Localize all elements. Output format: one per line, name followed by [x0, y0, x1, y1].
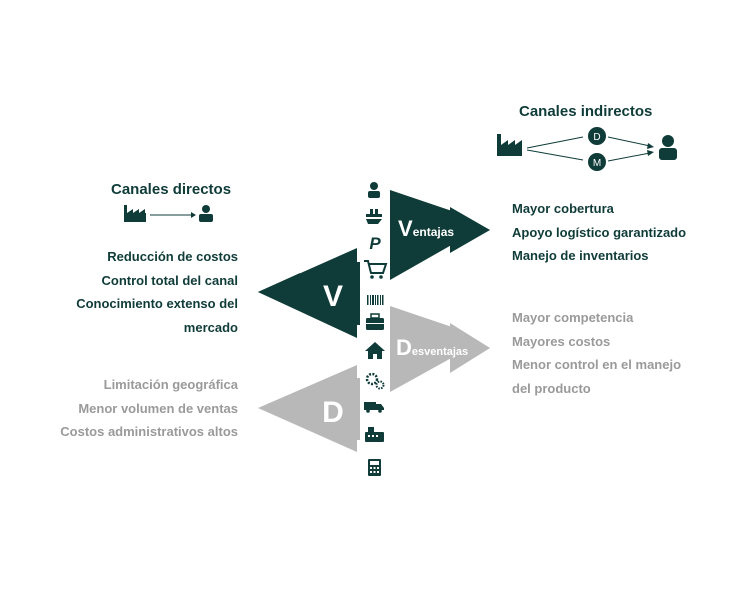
house-icon: [365, 342, 385, 359]
cart-icon: [364, 260, 388, 279]
direct-advantages-arrow: [258, 248, 360, 338]
wholesaler-node: [588, 153, 606, 171]
wholesaler-node-label: M: [593, 158, 601, 169]
indirect-disadvantages-arrow: [390, 306, 490, 392]
indirect-disadvantages-arrow-tip: [450, 323, 490, 373]
pinterest-icon: P: [369, 234, 381, 253]
direct-disadvantages-list: Limitación geográfica Menor volumen de v…: [60, 373, 238, 444]
indirect-disadvantages-list: Mayor competencia Mayores costos Menor c…: [512, 306, 681, 400]
distributor-node: [588, 127, 606, 145]
center-icon-strip: P: [364, 182, 388, 476]
direct-disadvantages-letter: D: [322, 396, 344, 429]
gears-icon: [365, 372, 385, 390]
distributor-node-label: D: [593, 132, 600, 143]
list-item: mercado: [183, 319, 238, 335]
direct-advantages-letter: V: [323, 280, 343, 313]
list-item: Menor control en el manejo: [512, 357, 682, 372]
person-icon: [199, 205, 213, 222]
factory-icon: [497, 134, 522, 156]
list-item: Mayores costos: [512, 333, 611, 349]
direct-channels-title: Canales directos: [111, 181, 232, 198]
list-item: Mayor cobertura: [512, 201, 614, 216]
hand-money-icon: [366, 209, 382, 224]
direct-disadvantages-arrow: [258, 365, 360, 452]
desventajas-label-rest: esventajas: [412, 346, 468, 358]
list-item: Manejo de inventarios: [512, 248, 649, 263]
direct-flow: [124, 205, 213, 222]
indirect-advantages-arrow: [390, 190, 490, 280]
indirect-flow: D M: [497, 127, 677, 171]
direct-advantages-list: Reducción de costos Control total del ca…: [76, 245, 238, 339]
svg-text:Desventajas: Desventajas: [396, 335, 468, 360]
indirect-advantages-arrow-tip: [450, 207, 490, 253]
indirect-advantages-list: Mayor cobertura Apoyo logístico garantiz…: [512, 197, 686, 268]
person-icon: [659, 135, 677, 160]
direct-advantages-arrow-chevron: [258, 273, 300, 311]
calculator-icon: [368, 459, 381, 476]
list-item: Menor volumen de ventas: [78, 400, 238, 416]
list-item: Costos administrativos altos: [60, 424, 238, 439]
list-item: Conocimiento extenso del: [76, 296, 238, 311]
list-item: del producto: [512, 380, 591, 396]
list-item: Reducción de costos: [107, 249, 238, 264]
barcode-icon: [367, 295, 384, 305]
ventajas-label-initial: V: [398, 216, 413, 241]
list-item: Mayor competencia: [512, 310, 634, 325]
svg-text:P: P: [369, 234, 381, 253]
person-icon: [368, 182, 380, 198]
cash-register-icon: [365, 427, 384, 442]
indirect-channels-title: Canales indirectos: [519, 103, 653, 120]
truck-icon: [364, 402, 384, 413]
list-item: Apoyo logístico garantizado: [512, 224, 687, 240]
factory-icon: [124, 205, 146, 222]
svg-text:Ventajas: Ventajas: [398, 216, 454, 241]
list-item: Control total del canal: [101, 272, 238, 288]
briefcase-icon: [366, 313, 384, 330]
ventajas-label-rest: entajas: [413, 225, 455, 239]
desventajas-label-initial: D: [396, 335, 412, 360]
list-item: Limitación geográfica: [103, 377, 238, 392]
